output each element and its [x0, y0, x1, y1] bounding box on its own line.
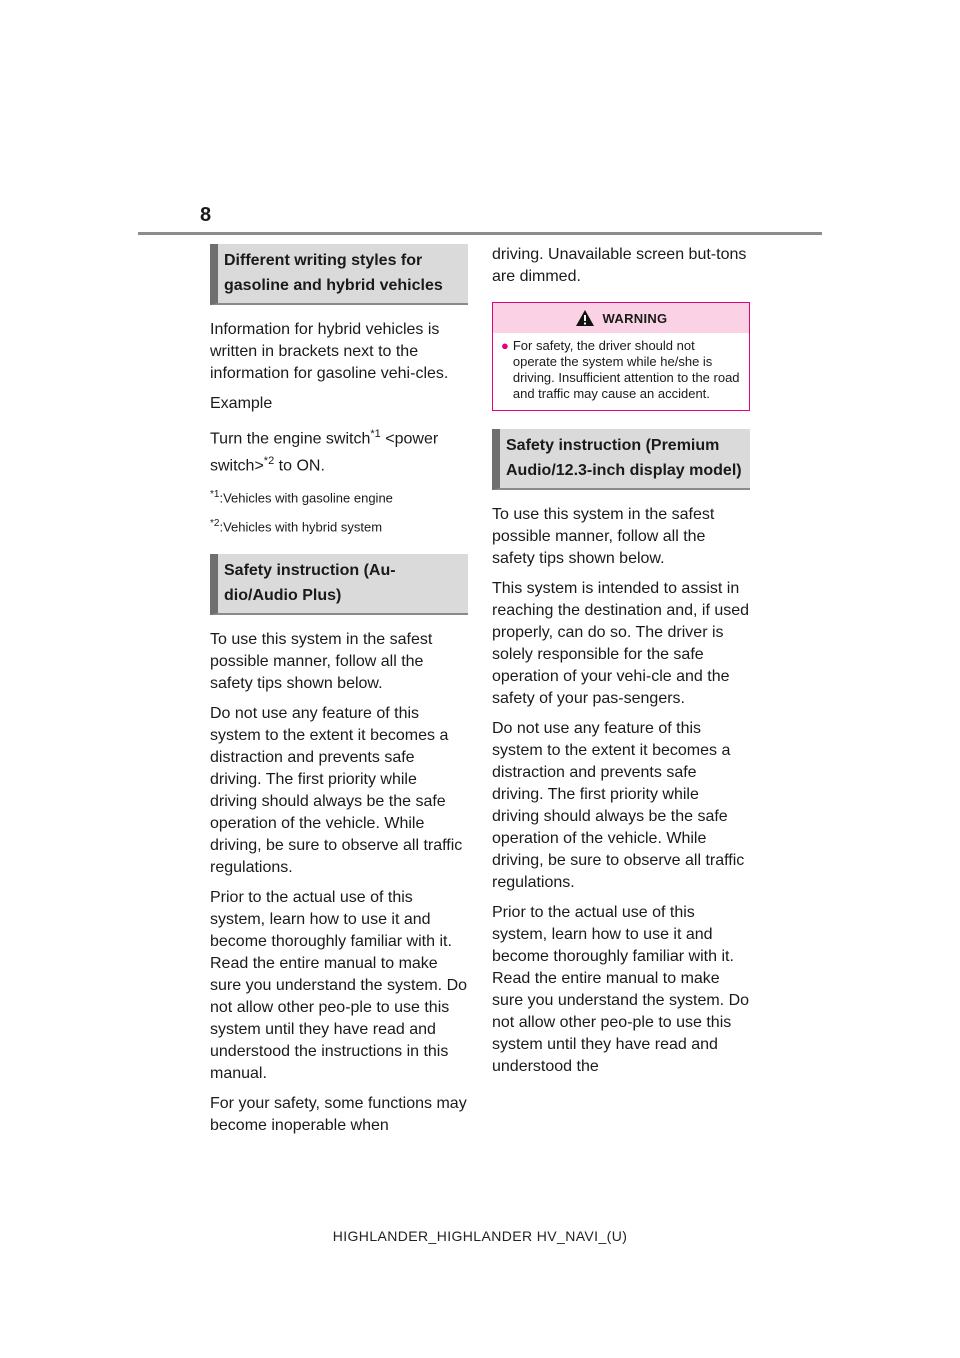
warning-text: For safety, the driver should not operat…: [512, 338, 740, 401]
footnote-text: :Vehicles with gasoline engine: [219, 489, 393, 505]
paragraph: Do not use any feature of this system to…: [492, 720, 745, 891]
paragraph: To use this system in the safest possibl…: [492, 506, 715, 567]
footnote: *2:Vehicles with hybrid system: [210, 515, 468, 536]
paragraph: Do not use any feature of this system to…: [210, 705, 463, 877]
right-column: driving. Unavailable screen but-tons are…: [492, 244, 750, 1086]
paragraph: For your safety, some functions may beco…: [210, 1095, 467, 1135]
page-number: 8: [200, 204, 212, 226]
footnote: *1:Vehicles with gasoline engine: [210, 486, 468, 507]
paragraph: Prior to the actual use of this system, …: [210, 889, 468, 1083]
footnote-marker: *2: [210, 517, 220, 529]
section-heading-safety-audio: Safety instruction (Au-dio/Audio Plus): [210, 554, 468, 616]
section-heading-safety-premium: Safety instruction (Premium Audio/12.3-i…: [492, 429, 750, 490]
example-text-part: Turn the engine switch: [210, 430, 371, 448]
paragraph: Prior to the actual use of this system, …: [492, 904, 750, 1075]
section-heading-writing-styles: Different writing styles for gasoline an…: [210, 244, 468, 305]
warning-header: WARNING: [493, 303, 749, 333]
warning-body: ● For safety, the driver should not oper…: [493, 333, 749, 410]
left-column: Different writing styles for gasoline an…: [210, 244, 468, 1145]
warning-box: WARNING ● For safety, the driver should …: [492, 302, 750, 411]
warning-label: WARNING: [602, 310, 668, 326]
paragraph: Information for hybrid vehicles is writt…: [210, 321, 449, 382]
example-text-part: <power switch>: [210, 430, 439, 475]
paragraph-example: Example: [210, 395, 273, 412]
paragraph: This system is intended to assist in rea…: [492, 580, 750, 707]
footnote-marker: *2: [263, 455, 275, 468]
paragraph: To use this system in the safest possibl…: [210, 631, 433, 693]
footnote-marker: *1: [370, 428, 381, 440]
footnote-text: :Vehicles with hybrid system: [219, 519, 383, 535]
example-text-part: to ON.: [274, 457, 325, 475]
footer-model-code: HIGHLANDER_HIGHLANDER HV_NAVI_(U): [332, 1228, 628, 1244]
paragraph: driving. Unavailable screen but-tons are…: [492, 246, 747, 285]
warning-triangle-icon: [575, 310, 594, 326]
paragraph-example-text: Turn the engine switch*1 <power switch>*…: [210, 423, 468, 478]
footnote-marker: *1: [210, 488, 220, 500]
header-rule: [138, 232, 822, 235]
bullet-icon: ●: [501, 338, 509, 353]
